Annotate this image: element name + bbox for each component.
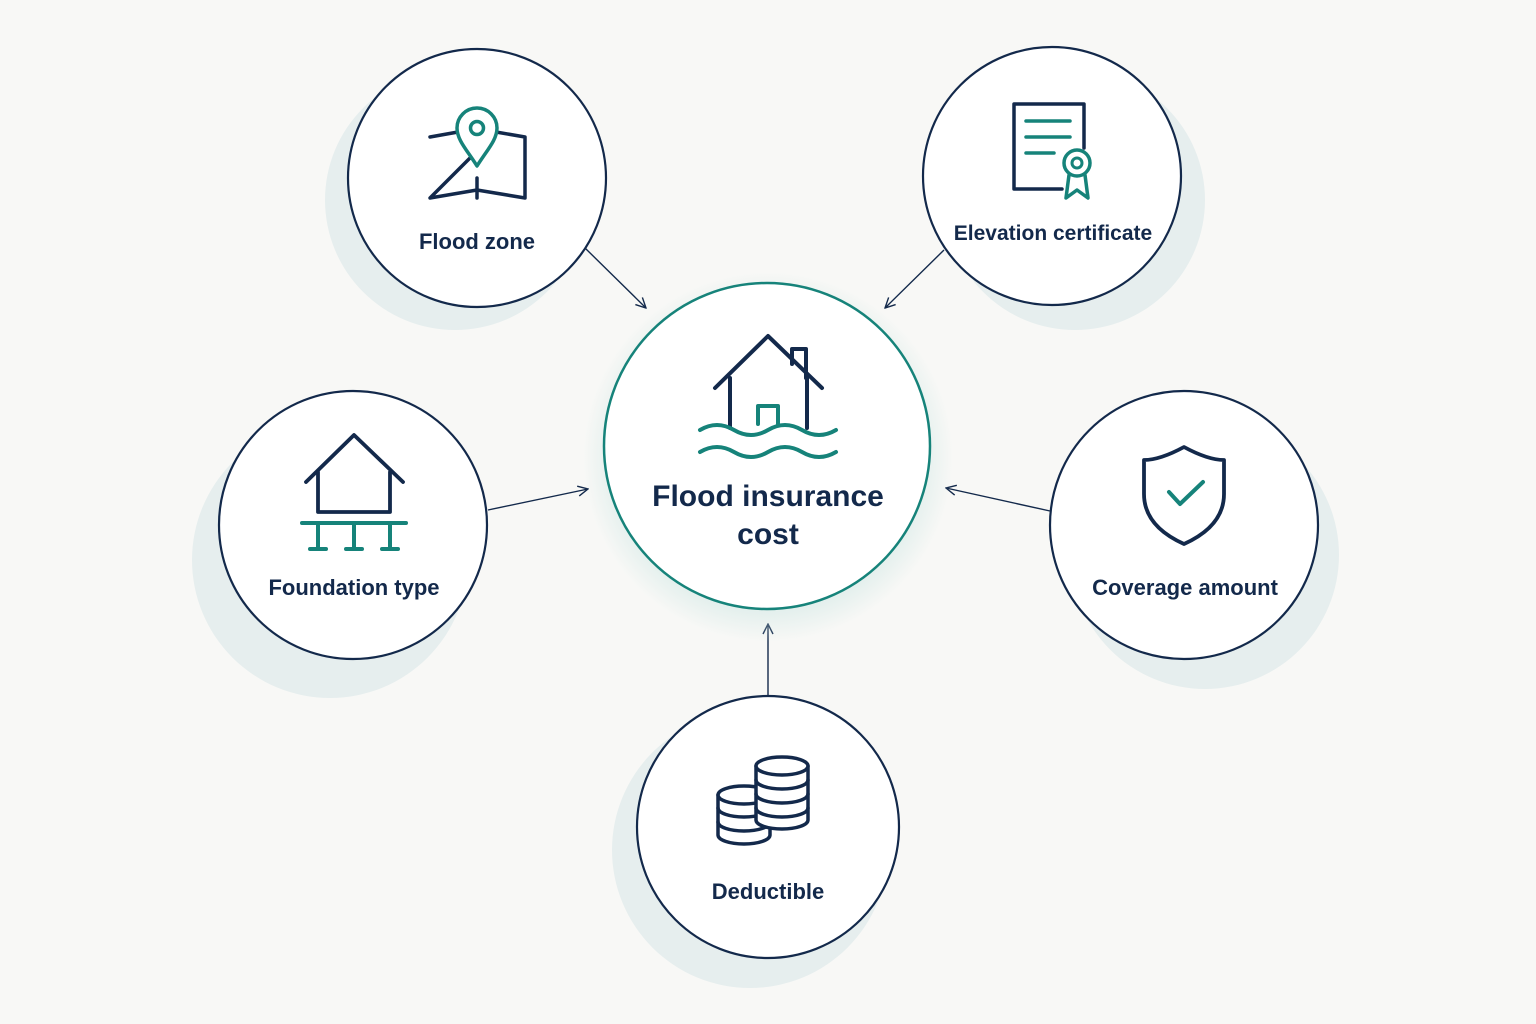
certificate-icon (1012, 102, 1092, 200)
center-label-line1: Flood insurance (652, 480, 884, 513)
coin-stack-icon (716, 755, 810, 846)
arrow-coverage-amount (946, 488, 1051, 512)
label-foundation-type: Foundation type (268, 575, 440, 600)
label-deductible: Deductible (711, 879, 825, 904)
label-coverage-amount: Coverage amount (1092, 575, 1278, 600)
arrow-foundation-type (487, 489, 588, 511)
label-elevation-certificate: Elevation certificate (953, 222, 1153, 245)
arrow-flood-zone (584, 247, 646, 308)
house-on-piers-icon (300, 433, 408, 551)
map-pin-icon (428, 106, 527, 200)
center-node-circle (602, 281, 932, 611)
shield-check-icon (1142, 445, 1226, 546)
house-flood-icon (698, 334, 838, 459)
label-flood-zone: Flood zone (418, 229, 536, 254)
node-circle-coverage-amount (1048, 389, 1320, 661)
arrow-elevation-certificate (885, 249, 945, 308)
node-circle-elevation-certificate (921, 45, 1183, 307)
center-label-line2: cost (737, 518, 799, 551)
center-node-label: Flood insurance cost (618, 478, 918, 554)
